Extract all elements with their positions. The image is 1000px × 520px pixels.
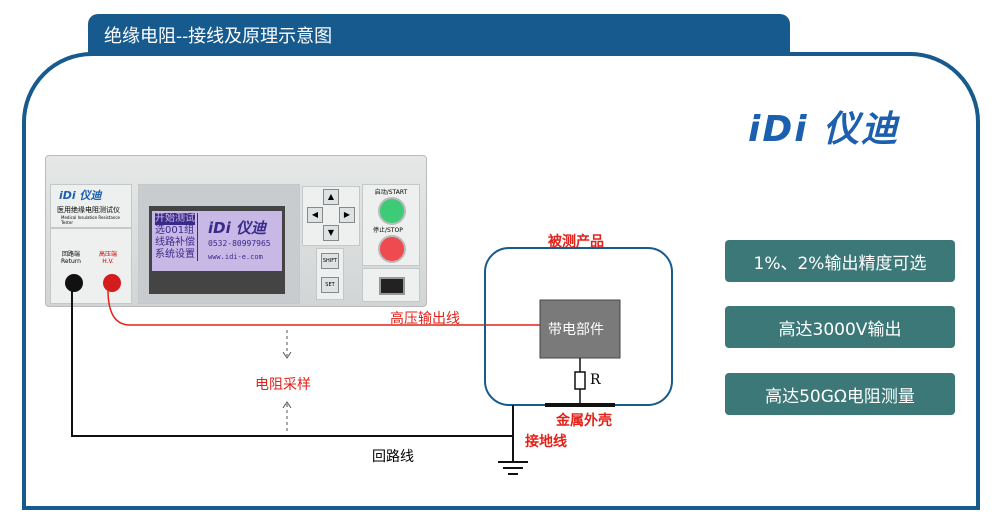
up-arrow-button[interactable]: ▲: [323, 189, 339, 205]
return-jack[interactable]: [65, 274, 83, 292]
hv-wire: [107, 289, 540, 326]
power-switch[interactable]: [379, 277, 405, 295]
left-arrow-button[interactable]: ◀: [307, 207, 323, 223]
stop-button[interactable]: [378, 235, 406, 263]
lcd-menu-item: 系统设置: [155, 249, 195, 260]
brand-logo: iDi 仪迪: [748, 109, 900, 150]
lcd-screen: 开始测试 选001组 线路补偿 系统设置 iDi 仪迪 0532-8099796…: [152, 211, 282, 271]
ground-line-label: 接地线: [525, 434, 567, 450]
resistor-icon: [574, 371, 586, 390]
return-wire: [71, 290, 513, 437]
sampling-label: 电阻采样: [255, 377, 311, 393]
page-title: 绝缘电阻--接线及原理示意图: [104, 26, 333, 47]
shift-button[interactable]: SHIFT: [321, 253, 339, 269]
title-tab: 绝缘电阻--接线及原理示意图: [88, 14, 790, 54]
device-name-en: Medical Insulation Resistance Tester: [61, 215, 120, 225]
product-label: 被测产品: [548, 234, 604, 250]
live-part-box: [539, 299, 621, 359]
lcd-brand: iDi 仪迪: [208, 219, 266, 237]
feature-resistance: 高达50GΩ电阻测量: [725, 373, 955, 415]
power-panel: [362, 268, 420, 302]
hv-line-label: 高压输出线: [390, 311, 460, 327]
return-line-label: 回路线: [372, 449, 414, 465]
arrow-head-icon: [282, 401, 292, 409]
device-brand: iDi 仪迪: [59, 189, 102, 202]
hv-jack[interactable]: [103, 274, 121, 292]
lcd-web: www.idi-e.com: [208, 253, 263, 261]
arrow-head-icon: [282, 351, 292, 359]
live-part-label: 带电部件: [548, 322, 604, 338]
metal-case-label: 金属外壳: [556, 413, 612, 429]
frame: [22, 52, 980, 510]
resistor-label: R: [590, 372, 601, 388]
right-arrow-button[interactable]: ▶: [339, 207, 355, 223]
set-button[interactable]: SET: [321, 277, 339, 293]
lcd-phone: 0532-80997965: [208, 239, 271, 248]
lcd-menu-item: 选001组: [155, 225, 195, 236]
stop-label: 停止/STOP: [373, 227, 403, 234]
feature-voltage: 高达3000V输出: [725, 306, 955, 348]
lcd-menu-item: 开始测试: [155, 213, 195, 225]
start-stop-panel: 启动/START 停止/STOP: [362, 184, 420, 266]
device-name: 医用绝缘电阻测试仪: [57, 206, 120, 214]
start-button[interactable]: [378, 197, 406, 225]
arrow-pad: ▲ ◀ ▶ ▼: [302, 186, 360, 246]
lcd-menu-item: 线路补偿: [155, 237, 195, 248]
down-arrow-button[interactable]: ▼: [323, 225, 339, 241]
function-pad: SHIFT SET: [316, 248, 344, 300]
start-label: 启动/START: [374, 189, 408, 196]
tester-device: iDi 仪迪 医用绝缘电阻测试仪 Medical Insulation Resi…: [45, 155, 427, 307]
feature-accuracy: 1%、2%输出精度可选: [725, 240, 955, 282]
brand-panel: iDi 仪迪 医用绝缘电阻测试仪 Medical Insulation Resi…: [50, 184, 132, 228]
